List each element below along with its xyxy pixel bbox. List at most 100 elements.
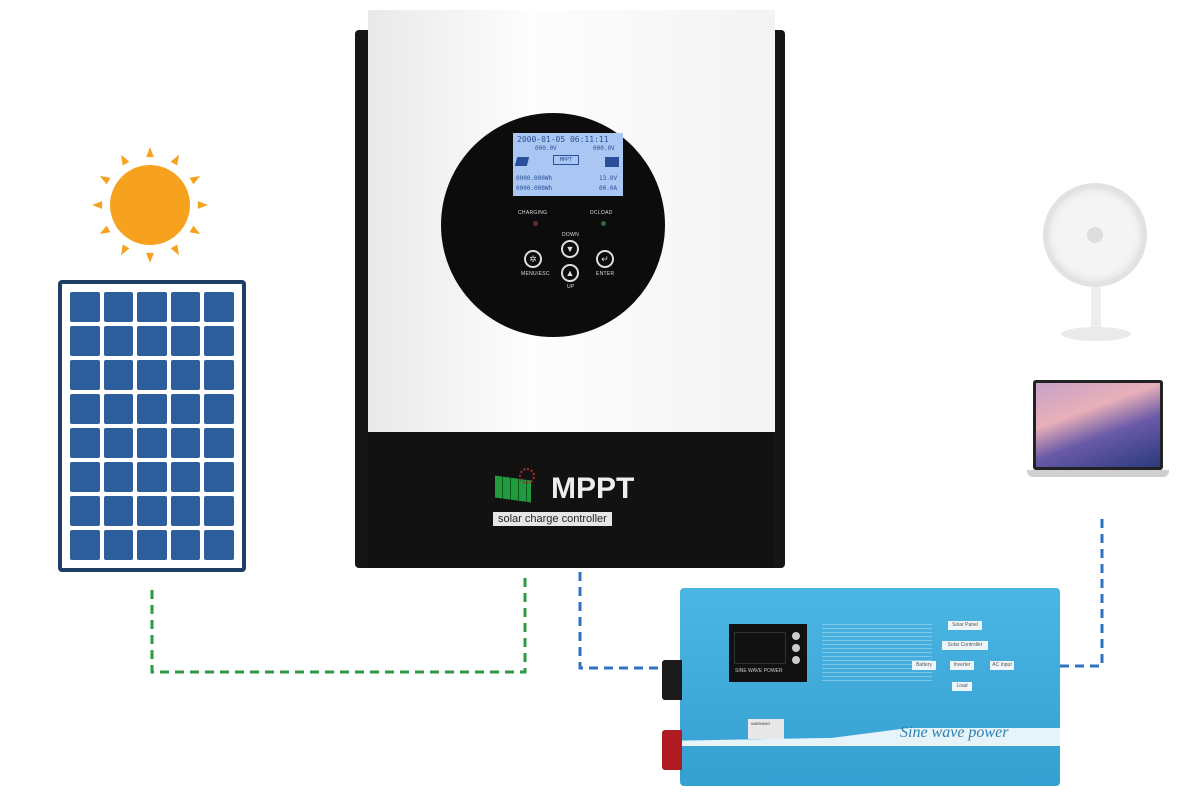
inverter-brand-text: Sine wave power (900, 724, 1009, 741)
solar-cell (103, 292, 134, 322)
solar-cell (204, 428, 234, 458)
solar-cell (137, 394, 167, 424)
solar-cell (137, 360, 167, 390)
charging-led (533, 221, 538, 226)
laptop-screen (1033, 380, 1163, 470)
sun-ray (92, 201, 103, 209)
solar-cell (170, 292, 201, 322)
solar-cell (70, 292, 100, 322)
logo-subtitle: solar charge controller (493, 512, 612, 526)
lcd-current: 00.0A (599, 185, 618, 192)
negative-terminal (662, 660, 682, 700)
solar-cell (170, 428, 201, 458)
solar-cell (137, 292, 167, 322)
solar-cell (70, 496, 100, 526)
charging-label: CHARGING (518, 210, 548, 216)
solar-cell (103, 326, 134, 356)
solar-cell (204, 394, 234, 424)
sun-ray (170, 244, 179, 256)
fan-head (1043, 183, 1147, 287)
sun-ray (99, 176, 111, 185)
solar-cell (70, 326, 100, 356)
solar-cell (204, 360, 234, 390)
solar-cell (137, 428, 167, 458)
sun-ray (189, 225, 201, 234)
solar-cell (137, 496, 167, 526)
solar-cell (137, 462, 167, 492)
sun-ray (197, 201, 208, 209)
up-label: UP (567, 284, 575, 290)
lcd-screen: 2000-01-05 06:11:11 000.0V 000.0V MPPT 0… (513, 133, 623, 196)
solar-cell (170, 326, 201, 356)
inverter: SINE WAVE POWER Solar Panel Solar Contro… (680, 588, 1060, 786)
solar-cell (103, 360, 134, 390)
inverter-instructions (822, 624, 932, 682)
sun-ray (121, 154, 130, 166)
solar-cell (70, 530, 100, 560)
solar-cell (103, 394, 134, 424)
controller-to-inverter-line (578, 572, 680, 670)
inverter-button[interactable] (792, 644, 800, 652)
down-button[interactable]: ▼ (561, 240, 579, 258)
flow-box-solar-panel: Solar Panel (948, 621, 982, 630)
solar-cell (70, 428, 100, 458)
solar-cell (204, 292, 234, 322)
solar-cell (204, 530, 234, 560)
flow-box-ac-input: AC Input (990, 661, 1014, 670)
inverter-display: SINE WAVE POWER (729, 624, 807, 682)
solar-cell (137, 326, 167, 356)
solar-panel (58, 280, 246, 572)
solar-cell (170, 360, 201, 390)
solar-cell (103, 462, 134, 492)
flow-box-battery: Battery (912, 661, 936, 670)
sun-ray (146, 252, 154, 263)
fan-stand (1091, 287, 1101, 331)
positive-terminal (662, 730, 682, 770)
fan (1043, 183, 1149, 343)
lcd-energy-2: 0000.000Wh (516, 185, 553, 192)
lcd-energy-1: 0000.000Wh (516, 175, 553, 182)
lcd-mode: MPPT (553, 155, 580, 165)
dcload-label: DCLOAD (590, 210, 613, 216)
enter-label: ENTER (596, 271, 615, 277)
flow-box-load: Load (952, 682, 972, 691)
solar-cell (204, 326, 234, 356)
flow-box-solar-controller: Solar Controller (942, 641, 988, 650)
menu-esc-label: MENU/ESC (521, 271, 550, 277)
solar-cell (170, 530, 201, 560)
logo-title: MPPT (551, 472, 635, 505)
lcd-voltage: 13.0V (599, 175, 618, 182)
solar-cell (170, 496, 201, 526)
fan-base (1061, 327, 1131, 341)
menu-esc-button[interactable]: ✲ (524, 250, 542, 268)
solar-cell (170, 462, 201, 492)
down-label: DOWN (562, 232, 580, 238)
solar-cell (103, 530, 134, 560)
up-button[interactable]: ▲ (561, 264, 579, 282)
lcd-battery-icon (605, 157, 619, 167)
sun-ray (170, 154, 179, 166)
solar-cell (204, 496, 234, 526)
inverter-display-label: SINE WAVE POWER (735, 668, 783, 674)
solar-cell (137, 530, 167, 560)
solar-cell (170, 394, 201, 424)
warning-label: WARNING (748, 719, 784, 739)
controller-bottom-panel (368, 432, 775, 568)
solar-cell (204, 462, 234, 492)
laptop-base (1027, 470, 1169, 477)
solar-cell (70, 360, 100, 390)
lcd-solar-icon (514, 157, 530, 166)
inverter-button[interactable] (792, 656, 800, 664)
enter-button[interactable]: ↵ (596, 250, 614, 268)
lcd-bat-voltage: 000.0V (593, 145, 615, 152)
solar-cell (103, 428, 134, 458)
inverter-button[interactable] (792, 632, 800, 640)
flow-box-inverter: Inverter (950, 661, 974, 670)
solar-cell (70, 462, 100, 492)
lcd-pv-voltage: 000.0V (535, 145, 557, 152)
lcd-datetime: 2000-01-05 06:11:11 (517, 135, 609, 144)
inverter-to-load-line (1060, 515, 1104, 668)
sun-ray (146, 147, 154, 158)
